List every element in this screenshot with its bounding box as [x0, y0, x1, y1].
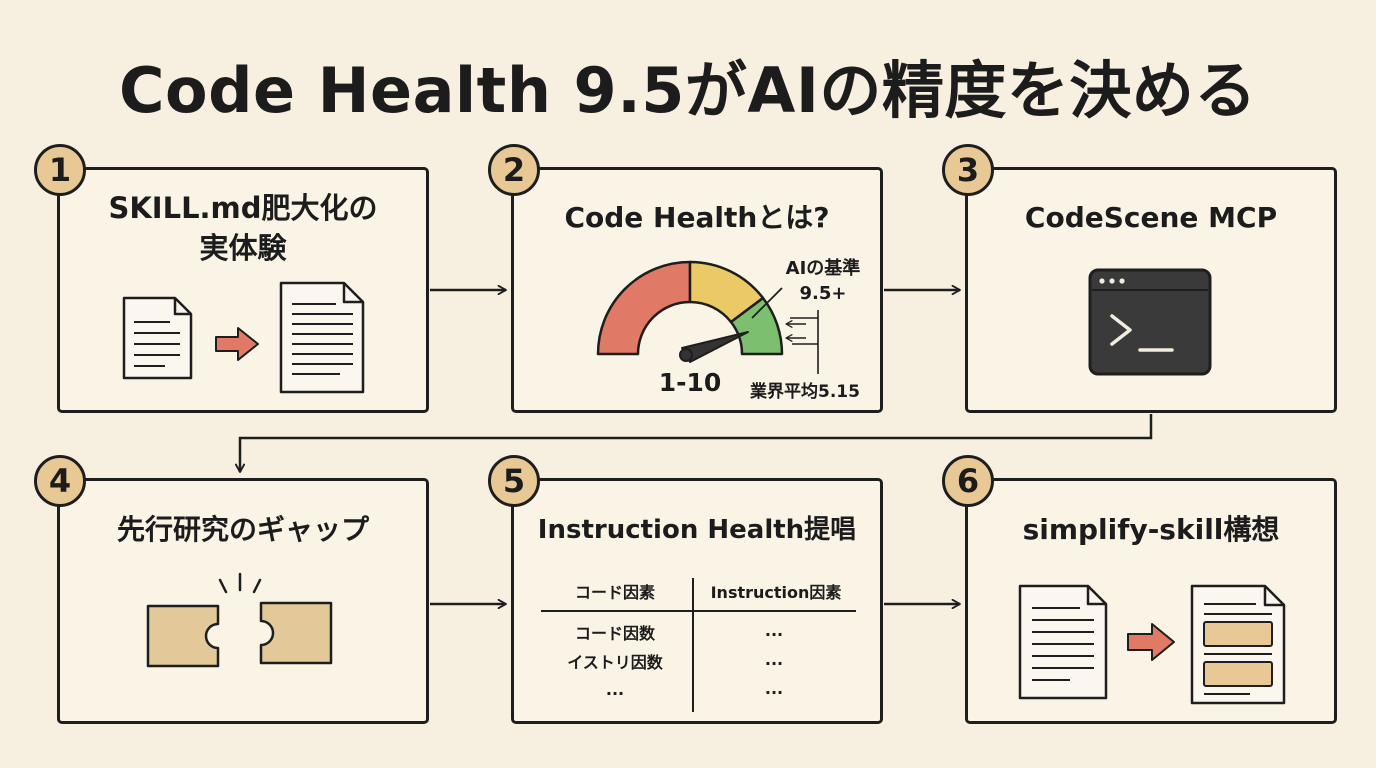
simplify-arrow-icon	[1127, 623, 1175, 661]
step-title-3: CodeScene MCP	[1024, 201, 1278, 234]
document-small-icon	[122, 296, 193, 380]
gauge-range-label: 1-10	[659, 368, 722, 397]
puzzle-left-icon	[146, 604, 220, 668]
table-row-left-1: コード因数	[575, 624, 656, 643]
step-title-2: Code Healthとは?	[564, 201, 830, 234]
step-card-5	[511, 478, 883, 724]
step-title-6: simplify-skill構想	[1022, 513, 1280, 546]
grow-arrow-icon	[215, 327, 259, 361]
gauge-bracket	[790, 310, 819, 374]
puzzle-right-icon	[259, 601, 333, 665]
step-badge-6: 6	[942, 455, 994, 507]
document-dense-icon	[1018, 584, 1108, 700]
step-title-4: 先行研究のギャップ	[116, 513, 369, 546]
gap-spark-icon	[218, 572, 262, 594]
table-header-left: コード因素	[575, 583, 655, 602]
step-card-4	[57, 478, 429, 724]
step-title-5: Instruction Health提唱	[537, 515, 857, 545]
gauge-red-zone	[596, 260, 692, 356]
step-badge-4: 4	[34, 455, 86, 507]
table-row-right-3: ...	[765, 679, 783, 698]
step-card-1	[57, 167, 429, 413]
code-health-gauge	[596, 260, 784, 363]
document-large-icon	[279, 281, 365, 394]
step-badge-2: 2	[488, 144, 540, 196]
step-title-1: SKILL.md肥大化の 実体験	[108, 191, 378, 265]
gauge-ai-label-line2: 9.5+	[800, 283, 847, 304]
table-row-right-1: ...	[765, 621, 783, 640]
gauge-green-zone	[729, 296, 784, 356]
document-structured-icon	[1190, 584, 1286, 705]
factor-table: コード因素 Instruction因素 コード因数 イストリ因数 ... ...…	[541, 578, 856, 712]
gauge-industry-label: 業界平均5.15	[750, 381, 860, 402]
table-row-right-2: ...	[765, 650, 783, 669]
table-row-left-3: ...	[606, 680, 624, 699]
gauge-ai-pointer	[751, 287, 783, 319]
table-header-right: Instruction因素	[711, 583, 842, 602]
page-title: Code Health 9.5がAIの精度を決める	[119, 54, 1257, 127]
gauge-ai-label-line1: AIの基準	[786, 257, 861, 279]
table-row-left-2: イストリ因数	[567, 653, 664, 672]
terminal-icon	[1088, 268, 1212, 376]
step-badge-3: 3	[942, 144, 994, 196]
step-badge-5: 5	[488, 455, 540, 507]
flow-arrow-3-4	[240, 414, 1153, 472]
step-badge-1: 1	[34, 144, 86, 196]
